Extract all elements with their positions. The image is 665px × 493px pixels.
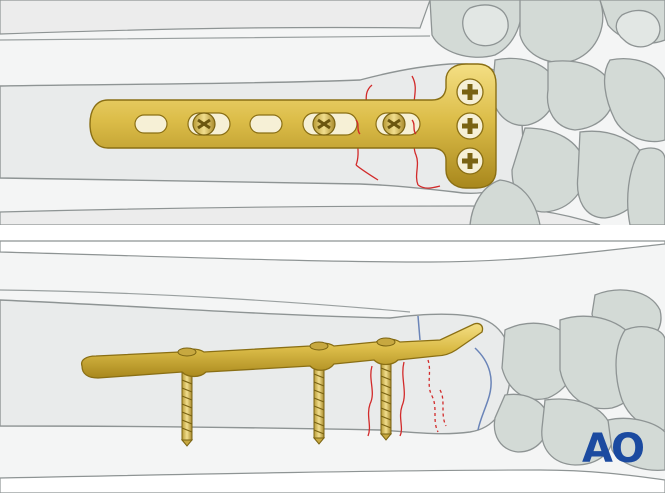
lateral-view-panel bbox=[0, 240, 665, 493]
screw-2 bbox=[312, 357, 326, 445]
carpal-bones-lateral bbox=[493, 289, 665, 471]
ao-logo: AO bbox=[582, 426, 645, 472]
t-plate-ap bbox=[89, 63, 497, 189]
screw-3 bbox=[379, 351, 393, 441]
panel-divider bbox=[0, 225, 665, 241]
fracture-lines-lateral bbox=[367, 359, 447, 437]
plate-head-holes-ap bbox=[456, 78, 484, 175]
ap-view-panel bbox=[0, 0, 665, 226]
screws-lateral bbox=[180, 351, 393, 447]
t-plate-lateral bbox=[80, 322, 484, 379]
screw-heads-ap bbox=[192, 112, 406, 136]
carpal-bones-top bbox=[429, 0, 665, 226]
